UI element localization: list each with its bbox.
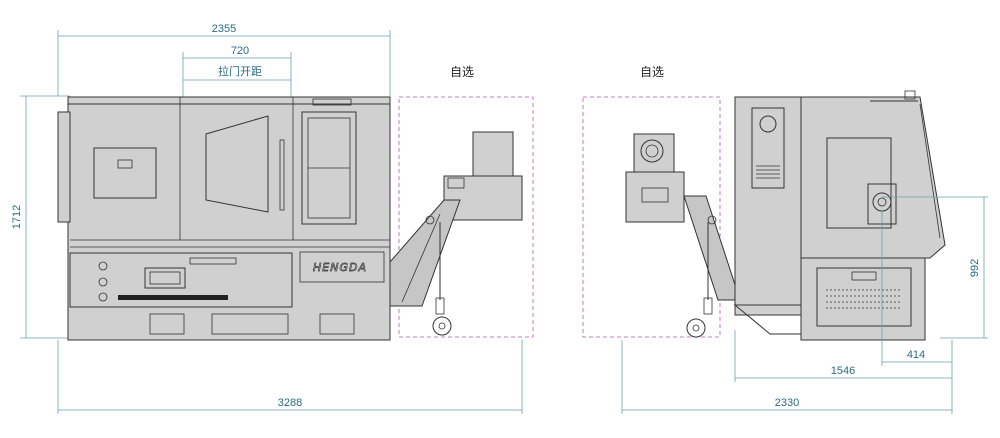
dim-2330-label: 2330: [775, 397, 799, 409]
dim-1712-label: 1712: [11, 205, 23, 229]
dim-2355-label: 2355: [212, 23, 236, 35]
dim-3288-label: 3288: [278, 397, 302, 409]
front-right-window: [301, 111, 357, 225]
front-wheel: [432, 316, 452, 336]
dim-1712: 1712: [11, 95, 70, 339]
side-wheel: [686, 318, 706, 338]
optional-box-front: [398, 96, 534, 338]
dim-door-opening: 拉门开距: [183, 64, 291, 81]
dim-414: 414: [881, 210, 952, 366]
optional-label-front: 自选: [450, 65, 474, 79]
front-control-panel: [69, 252, 293, 308]
side-window: [826, 137, 892, 229]
optional-box-side: [582, 96, 721, 338]
front-window-left: [93, 147, 157, 199]
front-chip-conveyor: 自选: [389, 65, 534, 338]
side-chip-conveyor: 自选: [582, 65, 741, 338]
front-display: [144, 267, 186, 289]
dim-992-label: 992: [969, 259, 981, 277]
side-coolant-tank: [816, 267, 912, 327]
optional-label-side: 自选: [640, 65, 664, 79]
dim-2330: 2330: [621, 340, 953, 414]
side-electrical-panel: [751, 107, 785, 189]
door-opening-label: 拉门开距: [218, 64, 262, 78]
dim-992: 992: [882, 196, 988, 339]
dim-720: 720: [182, 45, 292, 100]
dim-1546-label: 1546: [831, 365, 855, 377]
dim-1546: 1546: [734, 330, 952, 382]
dim-3288: 3288: [57, 340, 523, 414]
dim-720-label: 720: [231, 45, 249, 57]
side-machine: [733, 90, 946, 341]
brand-logo: HENGDA: [313, 261, 367, 274]
dim-2355: 2355: [57, 23, 391, 96]
front-door-window: [205, 115, 269, 213]
dim-414-label: 414: [907, 349, 925, 361]
front-machine: HENGDA: [57, 96, 391, 341]
